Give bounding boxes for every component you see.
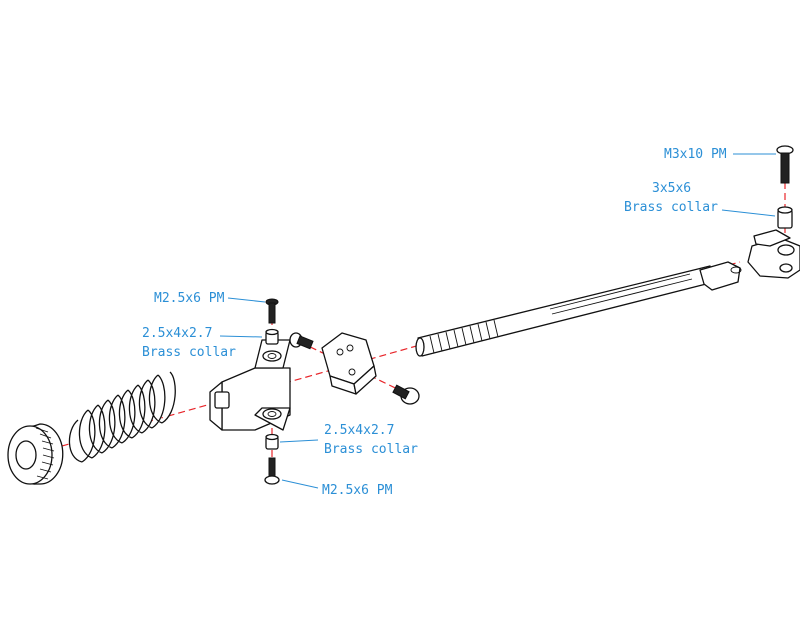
side-screw	[289, 332, 314, 350]
lower-brass-collar	[265, 433, 279, 450]
label-top-screw: M3x10 PM	[664, 147, 727, 162]
coil-spring	[68, 371, 176, 463]
side-screw-axis	[299, 341, 413, 397]
label-lower-screw: M2.5x6 PM	[322, 483, 393, 498]
top-m3-screw	[776, 145, 794, 184]
label-top-collar-name: Brass collar	[624, 200, 718, 215]
coupler-set-screw	[392, 384, 420, 405]
knurled-nut	[7, 423, 64, 485]
upper-m25-screw	[265, 298, 279, 324]
upper-brass-collar	[265, 328, 279, 345]
top-brass-collar	[777, 206, 793, 229]
label-lower-collar-size: 2.5x4x2.7	[324, 423, 394, 438]
label-top-collar-size: 3x5x6	[652, 181, 691, 196]
leader-lines	[219, 153, 776, 489]
lower-m25-screw	[264, 457, 280, 485]
threaded-arm	[415, 261, 741, 357]
label-upper-collar-name: Brass collar	[142, 345, 236, 360]
label-upper-collar-size: 2.5x4x2.7	[142, 326, 212, 341]
part-labels: M3x10 PM 3x5x6 Brass collar M2.5x6 PM 2.…	[142, 147, 727, 498]
label-lower-collar-name: Brass collar	[324, 442, 418, 457]
clevis-block	[209, 339, 291, 431]
label-upper-screw: M2.5x6 PM	[154, 291, 225, 306]
right-bracket	[730, 229, 800, 279]
hex-coupler	[321, 332, 377, 395]
